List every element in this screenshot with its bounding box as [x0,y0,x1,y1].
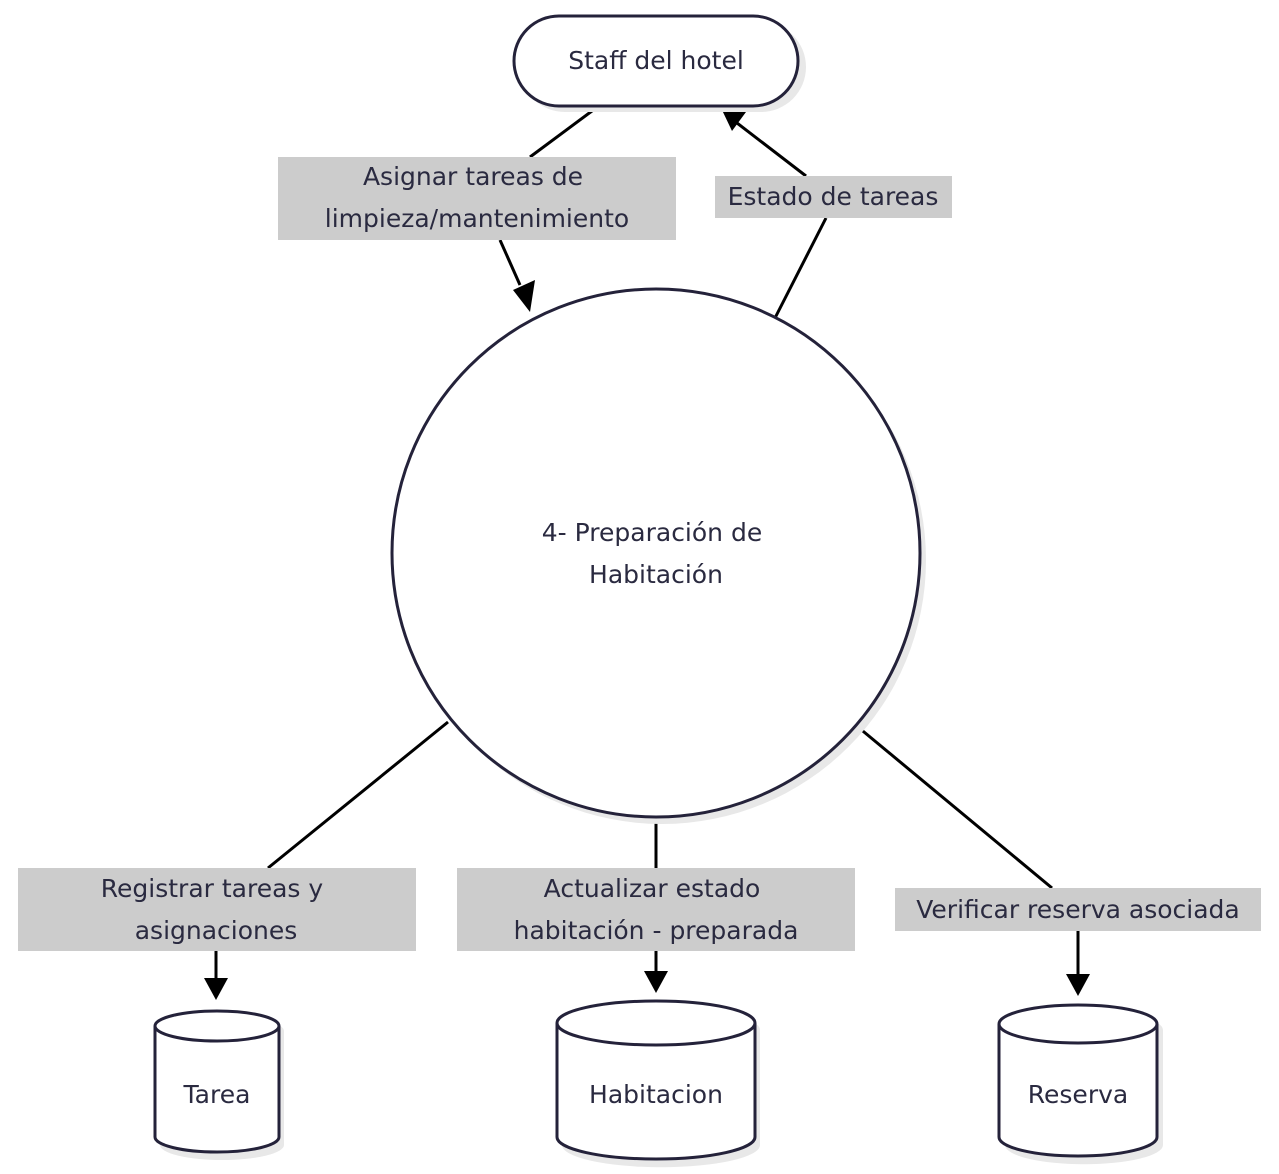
process-label-line1: 4- Preparación de [542,518,762,547]
arrowhead-assign-tasks [513,280,535,312]
process-label-line2: Habitación [589,560,723,589]
flow-label-register-line1: Registrar tareas y [101,874,324,903]
data-store-habitacion-label: Habitacion [589,1080,723,1109]
flow-label-assign-line2: limpieza/mantenimiento [325,204,629,233]
edge-verify [857,725,1053,890]
data-store-reserva: Reserva [997,1003,1163,1165]
flow-label-verify: Verificar reserva asociada [895,888,1261,931]
data-store-habitacion: Habitacion [555,999,760,1168]
flow-label-verify-text: Verificar reserva asociada [916,895,1240,924]
flow-label-register-line2: asignaciones [135,916,298,945]
flow-label-update-line1: Actualizar estado [544,874,761,903]
external-entity-staff: Staff del hotel [512,14,806,112]
flow-label-status: Estado de tareas [715,176,952,218]
flow-label-update-line2: habitación - preparada [514,916,799,945]
arrowhead-register [204,978,228,1000]
edge-assign-tasks-lower [498,239,522,286]
flow-label-register: Registrar tareas y asignaciones [18,868,416,951]
edge-task-status-upper [736,121,807,178]
arrowhead-task-status [722,110,746,131]
flow-label-assign-line1: Asignar tareas de [363,162,583,191]
edge-register [267,720,449,870]
data-store-reserva-label: Reserva [1028,1080,1128,1109]
data-store-tarea: Tarea [153,1009,284,1160]
process-circle: 4- Preparación de Habitación [390,287,926,824]
arrowhead-update [644,971,668,993]
flow-label-assign: Asignar tareas de limpieza/mantenimiento [278,157,676,240]
external-entity-label: Staff del hotel [568,46,744,75]
edge-task-status [773,217,828,319]
arrowhead-verify [1066,974,1090,996]
edge-assign-tasks [529,106,597,159]
flow-label-status-text: Estado de tareas [728,182,939,211]
flow-label-update: Actualizar estado habitación - preparada [457,868,855,951]
data-store-tarea-label: Tarea [183,1080,251,1109]
